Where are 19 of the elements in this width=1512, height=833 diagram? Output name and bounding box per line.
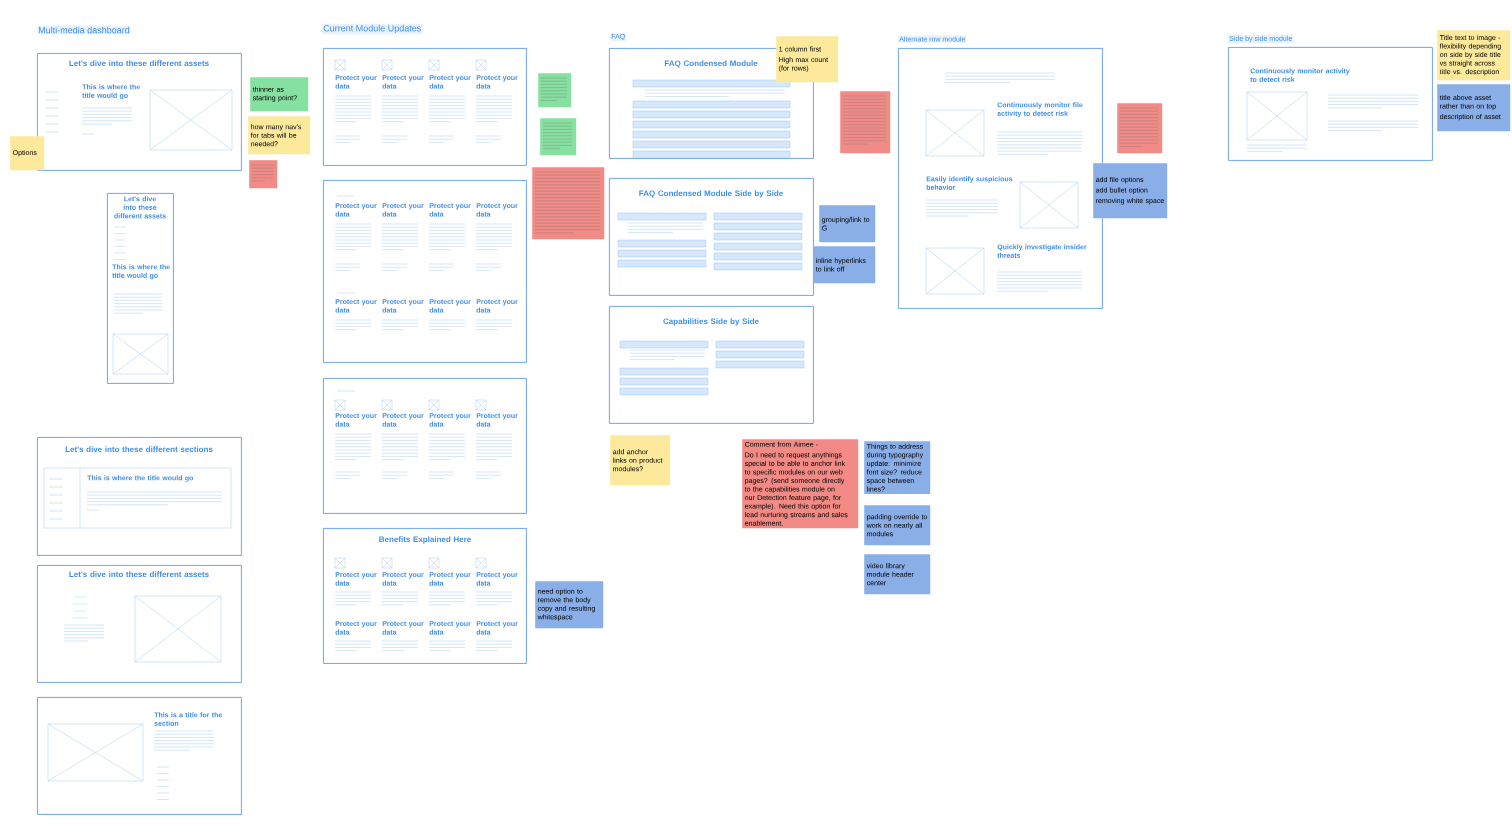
wireframe-card <box>323 378 527 514</box>
heading: FAQ Condensed Module Side by Side <box>639 190 783 198</box>
heading: Let's dive into these different assets <box>69 60 209 67</box>
wireframe-card <box>323 48 527 166</box>
section-title: Multi-media dashboard <box>37 25 131 35</box>
heading: Benefits Explained Here <box>379 536 471 544</box>
wireframe-card <box>37 697 242 815</box>
heading: FAQ Condensed Module <box>664 60 758 68</box>
heading: Let's dive into these different sections <box>65 446 213 453</box>
wireframe-card <box>1228 47 1433 161</box>
heading: Capabilities Side by Side <box>663 318 759 326</box>
wireframe-card <box>323 528 527 664</box>
section-title: Current Module Updates <box>322 23 423 35</box>
heading: Let's dive into these different assets <box>69 571 209 578</box>
wireframe-card <box>37 53 242 171</box>
wireframe-card <box>37 437 242 556</box>
wireframe-card <box>107 193 174 384</box>
wireframe-card <box>323 180 527 363</box>
wireframe-card <box>37 565 242 683</box>
